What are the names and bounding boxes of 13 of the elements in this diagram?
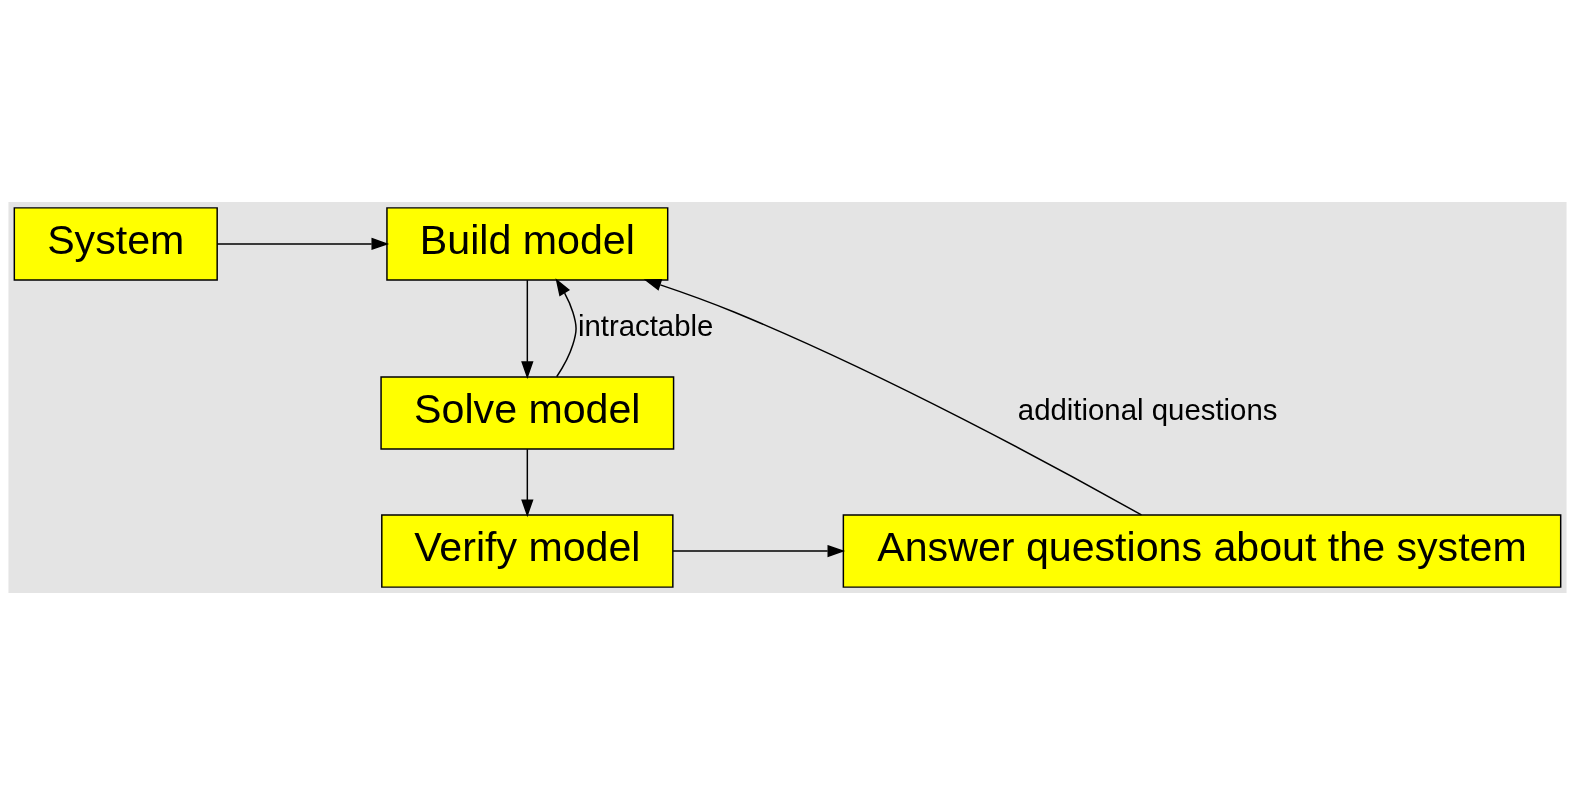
node-box: Solve model <box>380 375 675 450</box>
node-box: Verify model <box>381 513 674 588</box>
arrow <box>216 237 390 250</box>
arrow <box>555 277 577 377</box>
node-box: System <box>13 206 218 281</box>
arrow <box>521 448 534 517</box>
arrow <box>521 278 534 379</box>
arrow <box>643 278 1143 516</box>
node-box: Answer questions about the system <box>842 513 1562 588</box>
node-box: Build model <box>386 206 669 281</box>
edge-label: intractable <box>577 308 714 342</box>
edge-label: additional questions <box>1017 392 1278 426</box>
arrow <box>672 544 846 557</box>
